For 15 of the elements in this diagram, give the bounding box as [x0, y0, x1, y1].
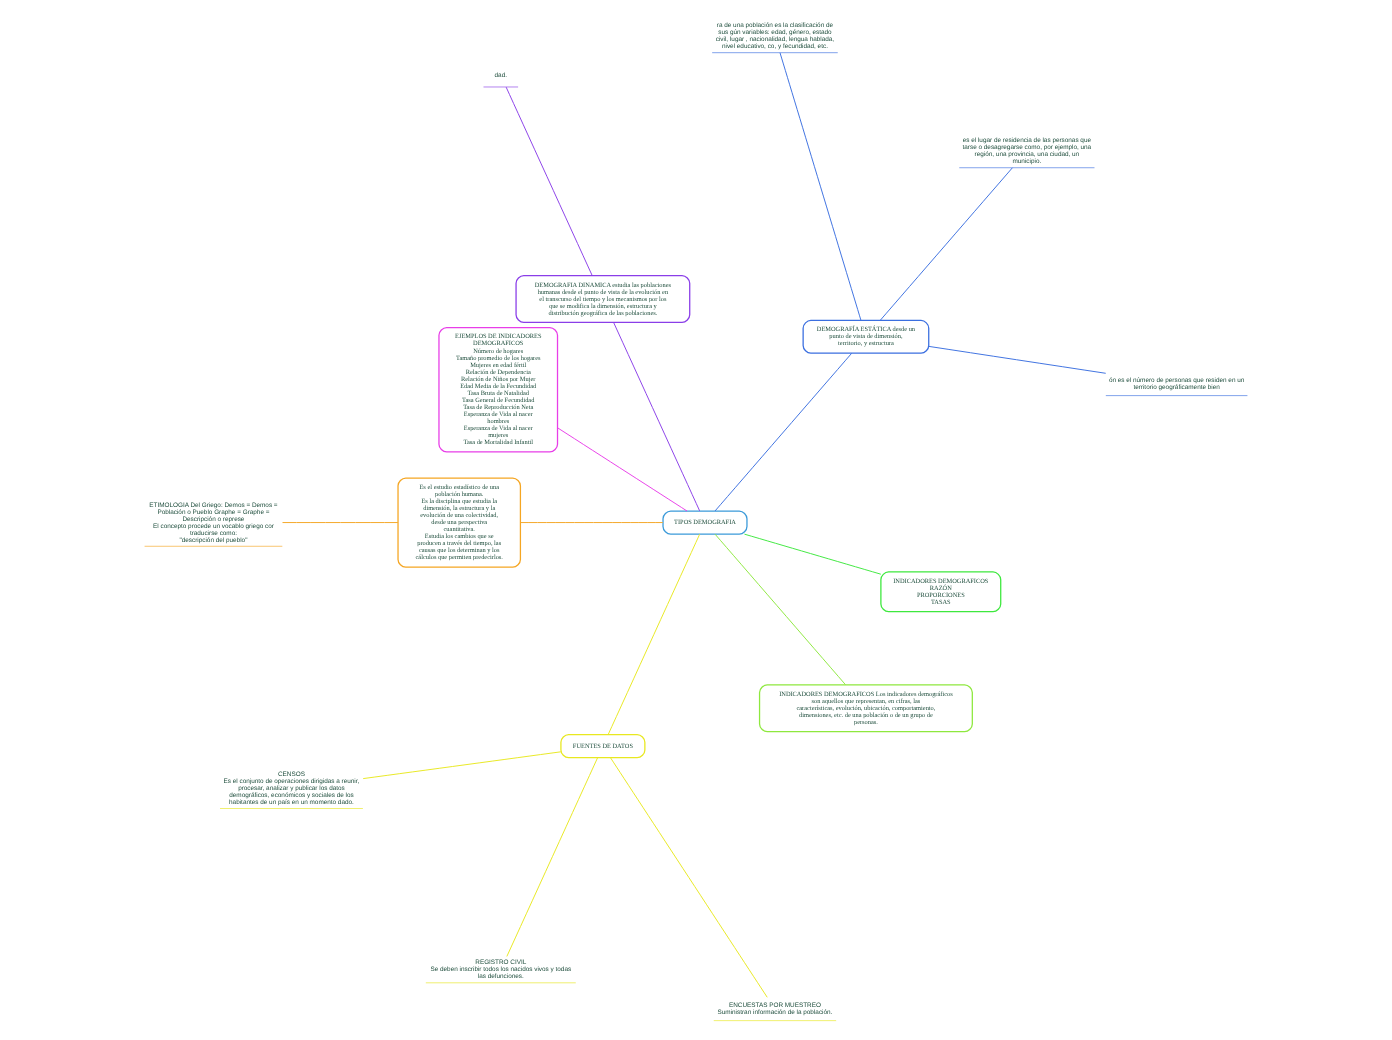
connector [505, 86, 593, 276]
connector [506, 757, 599, 957]
connector [779, 52, 862, 321]
connector [282, 522, 399, 524]
connector [714, 533, 846, 686]
connector [520, 522, 664, 524]
connector [557, 427, 688, 512]
connector [607, 533, 701, 735]
connector [613, 322, 701, 512]
connector [362, 751, 562, 780]
connector [928, 345, 1107, 374]
connector [714, 352, 853, 512]
connector [610, 757, 768, 998]
connector [744, 533, 882, 575]
connector [879, 167, 1013, 321]
